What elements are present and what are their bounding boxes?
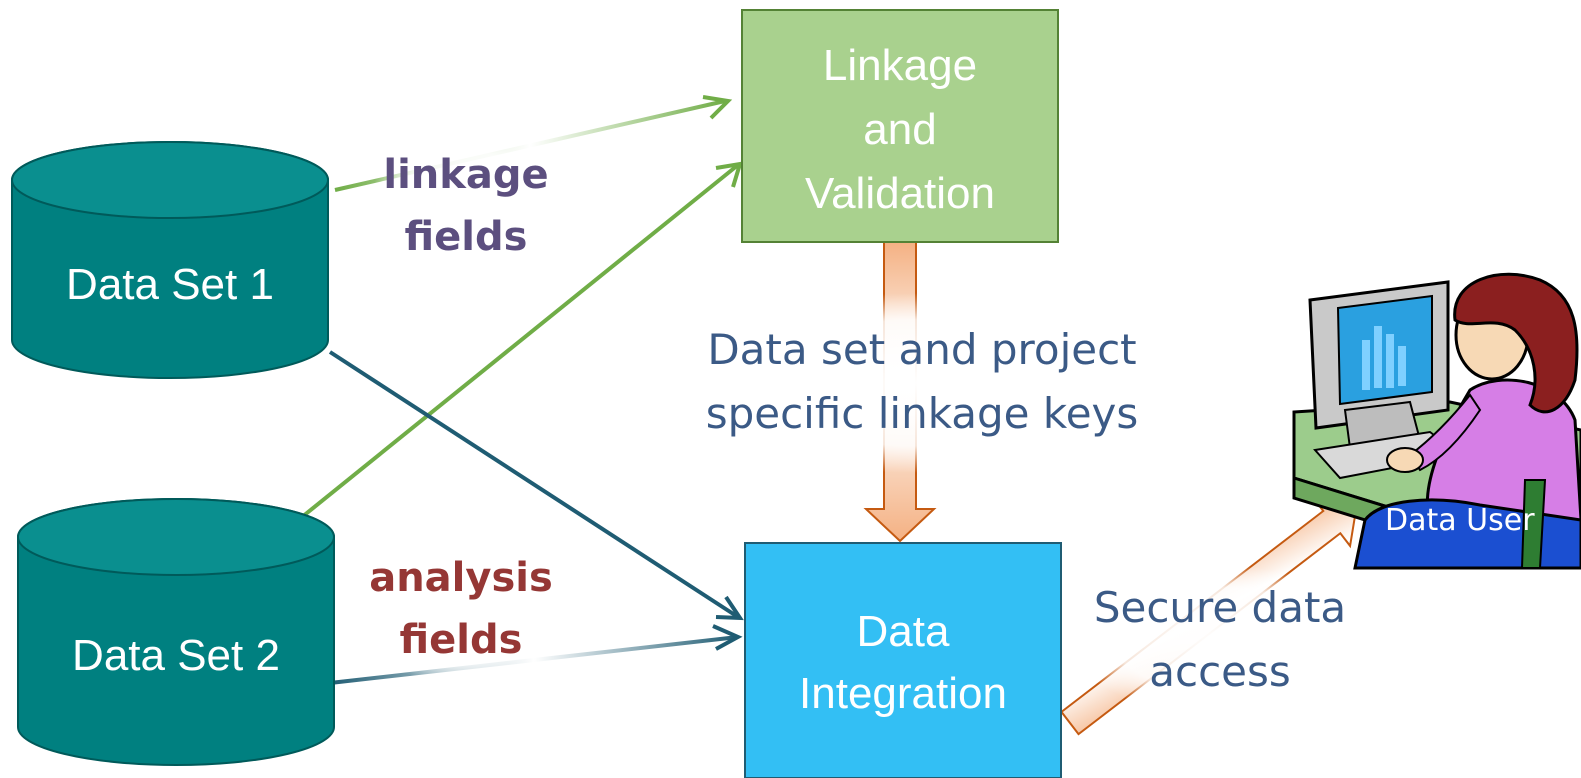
secure-access-line-2: access xyxy=(1149,647,1291,696)
linkage-keys-label: Data set and project specific linkage ke… xyxy=(706,325,1139,438)
data-integration-box: Data Integration xyxy=(744,542,1062,778)
secure-access-line-1: Secure data xyxy=(1094,583,1346,632)
integration-line-1: Data xyxy=(857,607,950,656)
database-dataset2: Data Set 2 xyxy=(17,498,335,766)
linkage-fields-line-1: linkage xyxy=(383,152,548,198)
arrowhead-dataset2-to-linkage xyxy=(715,161,743,188)
arrow-dataset1-to-integration xyxy=(328,350,740,619)
linkage-line-3: Validation xyxy=(805,169,995,218)
arrow-dataset2-to-linkage xyxy=(300,163,740,519)
integration-line-2: Integration xyxy=(799,669,1007,718)
arrowhead-dataset2-to-integration xyxy=(712,624,743,651)
linkage-keys-line-1: Data set and project xyxy=(707,325,1136,374)
data-user-illustration: Data User xyxy=(1292,272,1581,570)
linkage-line-1: Linkage xyxy=(823,41,977,90)
arrowhead-dataset1-to-linkage xyxy=(702,95,733,120)
data-user-label: Data User xyxy=(1385,503,1535,538)
analysis-fields-line-1: analysis xyxy=(369,555,553,601)
label-glow xyxy=(1070,565,1370,715)
label-glow xyxy=(662,293,1182,473)
arrowhead-dataset1-to-integration xyxy=(715,595,744,621)
linkage-fields-line-2: fields xyxy=(405,214,528,260)
linkage-validation-box: Linkage and Validation xyxy=(741,9,1059,243)
analysis-fields-line-2: fields xyxy=(400,617,523,663)
linkage-fields-label: linkage fields xyxy=(383,152,548,260)
database-dataset1: Data Set 1 xyxy=(11,141,329,379)
label-glow xyxy=(370,126,560,286)
label-glow xyxy=(360,535,560,685)
dataset1-label: Data Set 1 xyxy=(66,260,274,309)
linkage-keys-line-2: specific linkage keys xyxy=(706,389,1139,438)
dataset2-label: Data Set 2 xyxy=(72,631,280,680)
secure-access-label: Secure data access xyxy=(1094,583,1346,696)
linkage-line-2: and xyxy=(863,105,936,154)
analysis-fields-label: analysis fields xyxy=(369,555,553,663)
